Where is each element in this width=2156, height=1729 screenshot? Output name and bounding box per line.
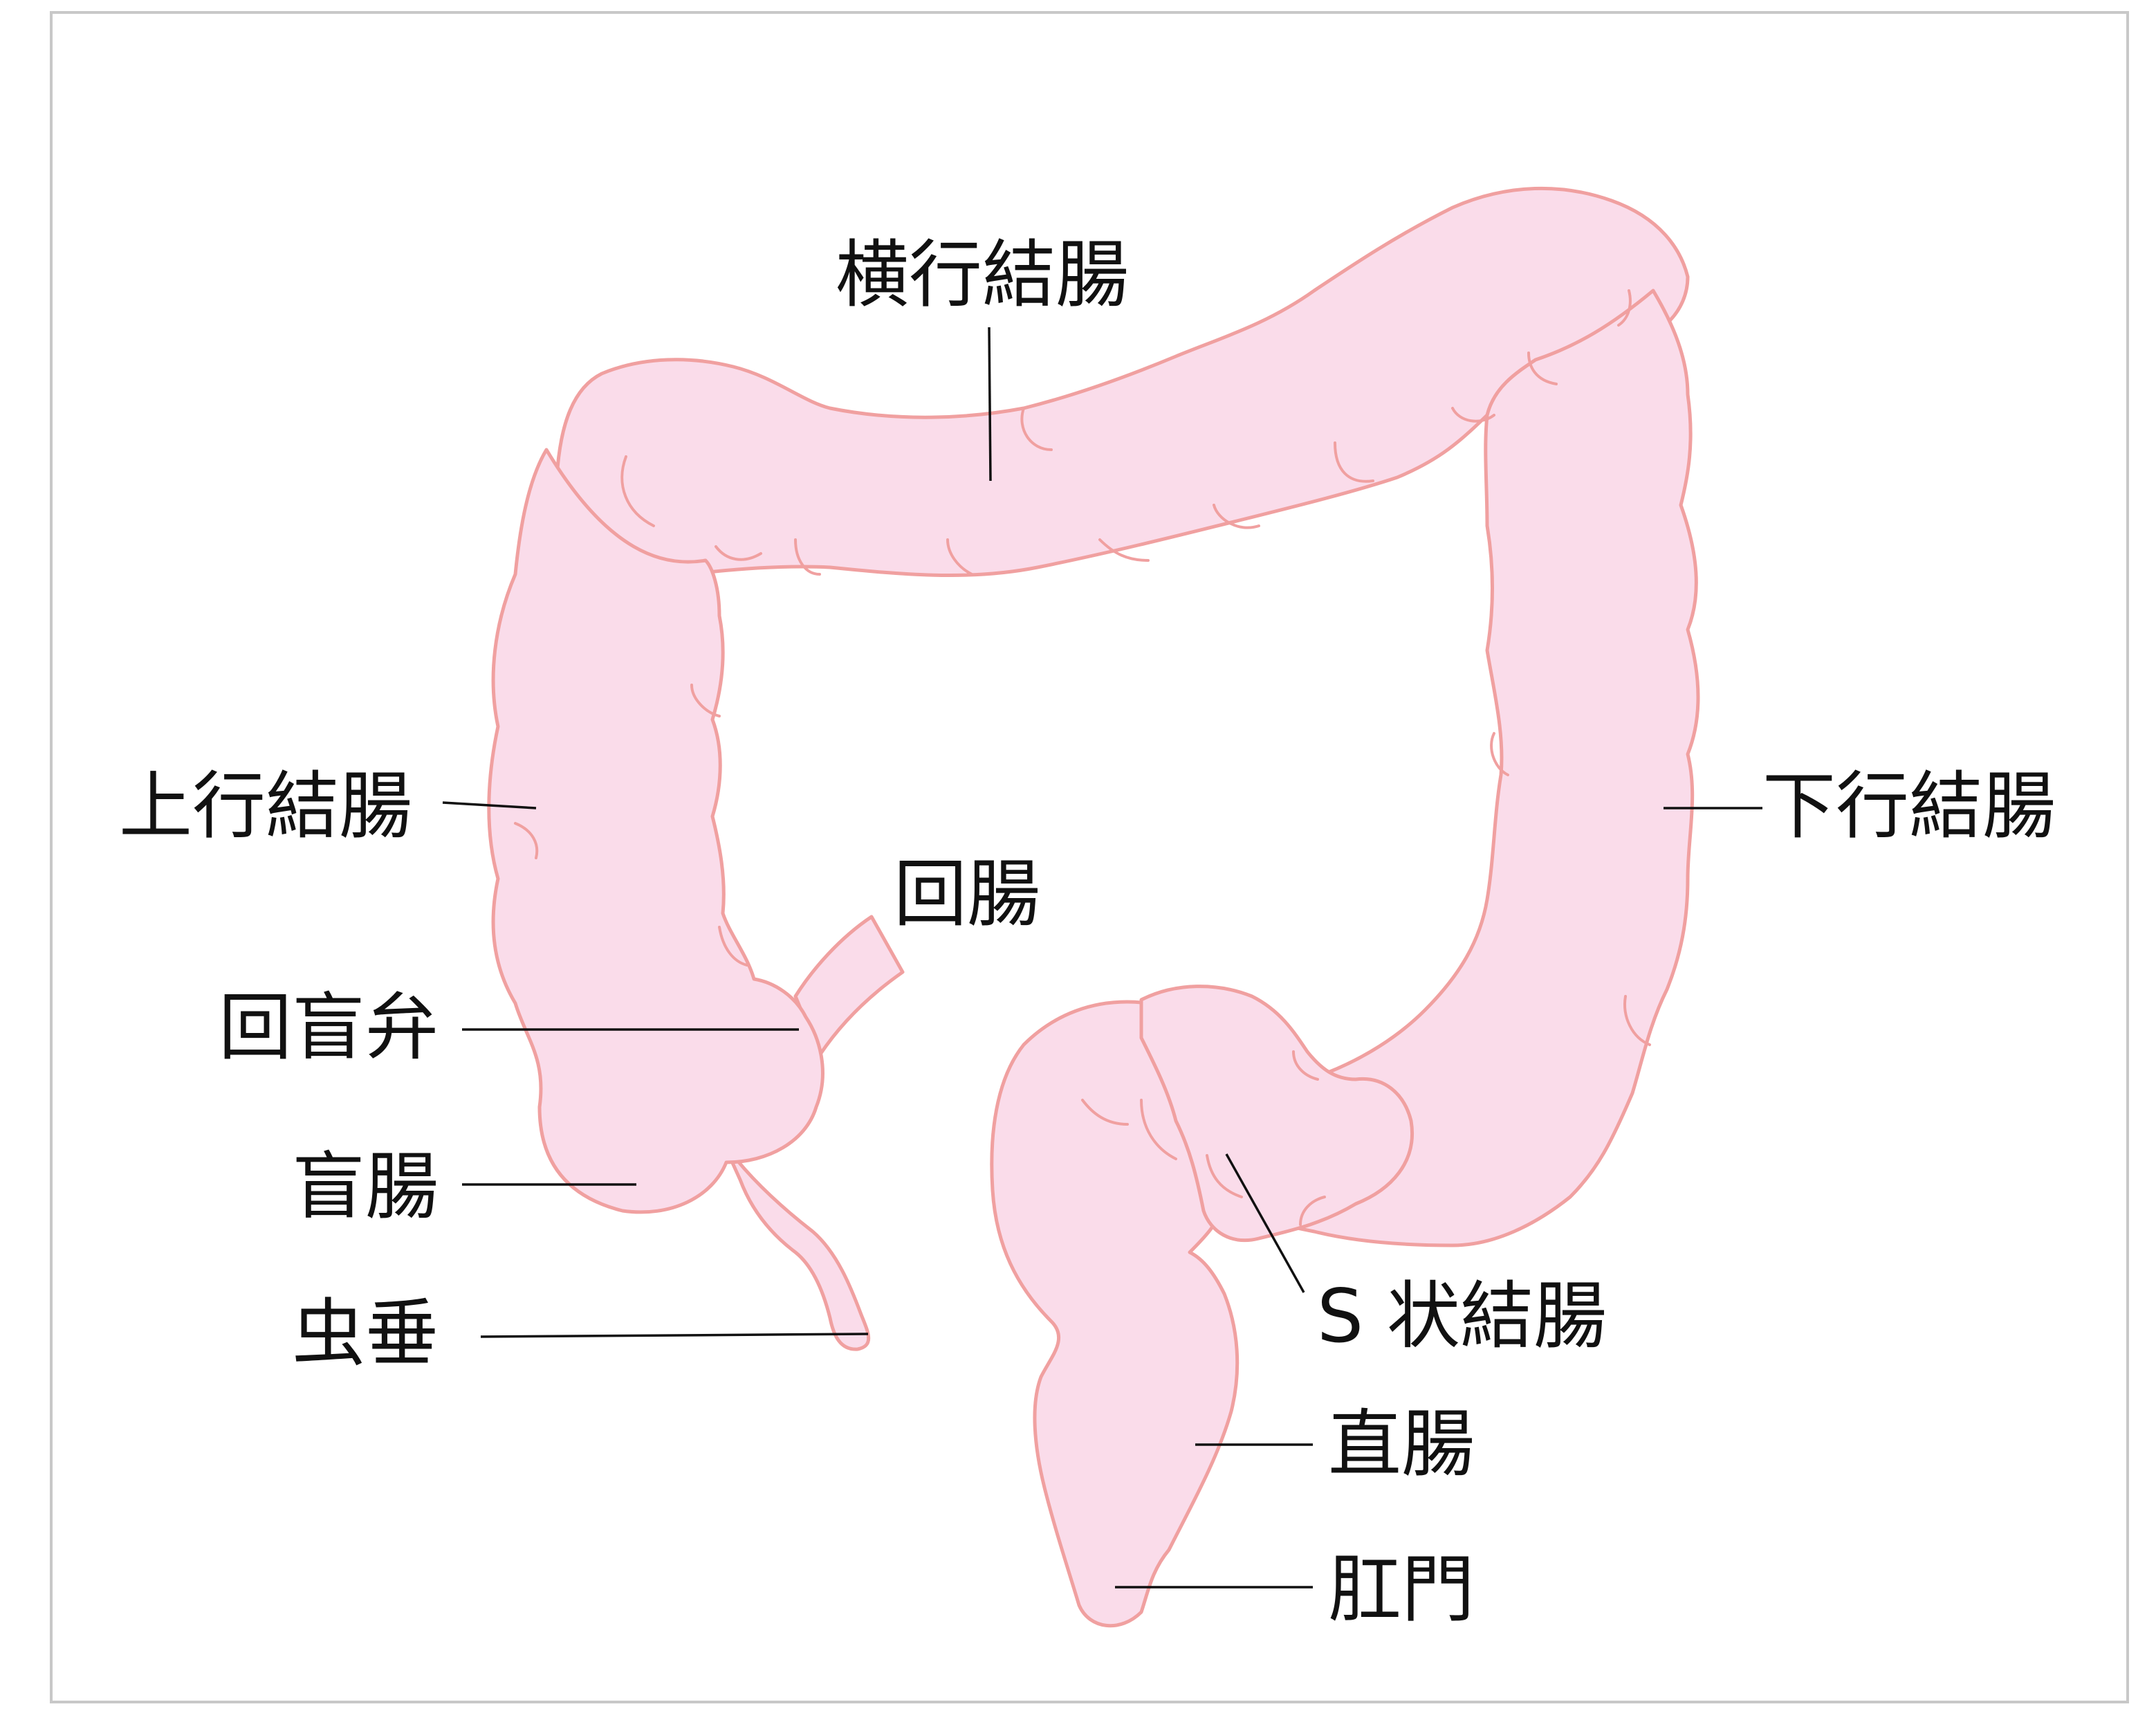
label-ileum: 回腸 (894, 858, 1040, 931)
label-ascending-colon: 上行結腸 (119, 770, 412, 843)
label-transverse-colon: 横行結腸 (836, 239, 1129, 312)
leader-appendix (481, 1334, 868, 1337)
label-appendix: 虫垂 (292, 1297, 439, 1371)
leader-transverse-colon (989, 327, 991, 481)
label-cecum: 盲腸 (292, 1151, 439, 1224)
label-rectum: 直腸 (1328, 1408, 1475, 1481)
appendix-shape (723, 1142, 869, 1349)
label-descending-colon: 下行結腸 (1762, 770, 2056, 843)
label-sigmoid-colon: S 状結腸 (1317, 1280, 1607, 1353)
label-ileocecal-valve: 回盲弁 (219, 991, 439, 1065)
label-anus: 肛門 (1328, 1553, 1475, 1627)
